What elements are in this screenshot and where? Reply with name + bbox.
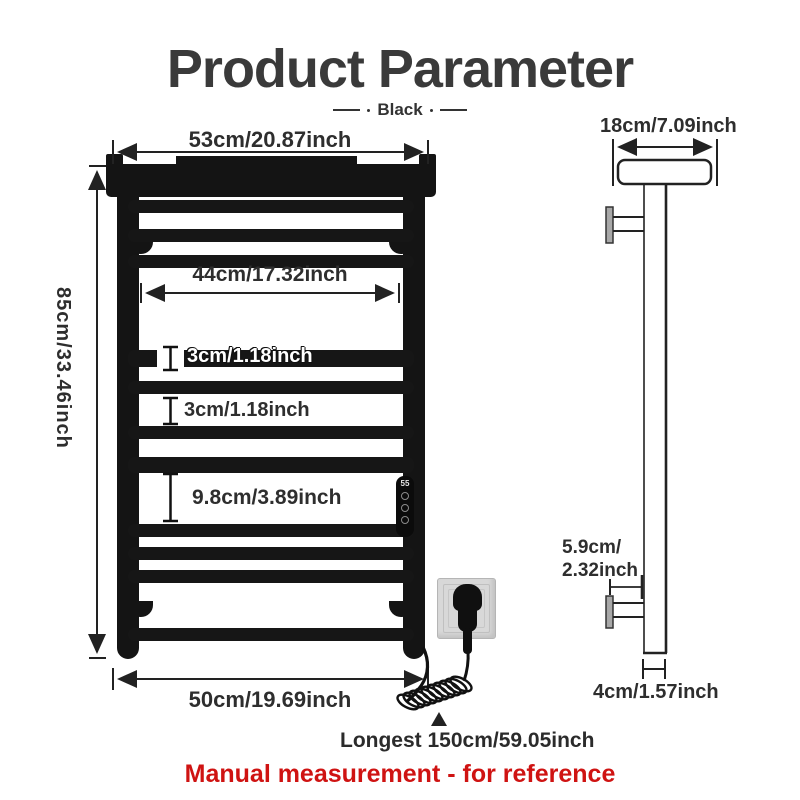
dim-9-8cm-bracket xyxy=(163,472,178,523)
dim-label-bottom-depth: 4cm/1.57inch xyxy=(593,681,719,703)
temperature-control-panel: 55 xyxy=(396,476,414,537)
side-wall-bracket-lower xyxy=(605,595,644,629)
dim-18cm-arrow xyxy=(612,138,718,186)
mount-hook-bottom-right xyxy=(389,601,404,617)
timer-button-icon xyxy=(401,492,409,500)
power-cord xyxy=(396,646,473,711)
towel-bar xyxy=(128,200,414,213)
color-variant-label: Black xyxy=(377,100,423,119)
dim-label-bar-size-2: 3cm/1.18inch xyxy=(184,399,310,421)
towel-bar xyxy=(128,628,414,641)
reference-note: Manual measurement - for reference xyxy=(184,760,616,788)
dim-label-total-height: 85cm/33.46inch xyxy=(52,287,74,449)
dim-label-section-gap: 9.8cm/3.89inch xyxy=(192,486,342,509)
color-variant-row: Black xyxy=(0,100,800,120)
towel-bar xyxy=(128,426,414,439)
side-wall-bracket-upper xyxy=(605,206,644,244)
towel-bar xyxy=(128,570,414,583)
power-plug xyxy=(453,584,482,611)
towel-bar xyxy=(128,229,414,242)
dim-3cm-bracket-2 xyxy=(163,396,178,426)
dim-4cm-lines xyxy=(642,659,666,679)
dim-label-wall-distance-line1: 5.9cm/ xyxy=(562,537,622,558)
side-vertical-bar-outline xyxy=(643,184,668,655)
shelf-body xyxy=(106,172,436,197)
dim-label-wall-distance: 5.9cm/ 2.32inch xyxy=(562,536,638,582)
power-plug-stem xyxy=(463,628,472,654)
decorative-dot-left xyxy=(367,108,371,112)
rail-left xyxy=(117,196,139,659)
towel-bar xyxy=(128,524,414,537)
dim-3cm-bracket-1 xyxy=(163,345,178,372)
dim-85cm-arrow xyxy=(88,165,106,659)
shelf-lip xyxy=(106,164,436,173)
decorative-dot-right xyxy=(429,108,433,112)
mount-hook-top-left xyxy=(138,238,153,254)
heat-button-icon xyxy=(401,504,409,512)
dim-label-top-depth: 18cm/7.09inch xyxy=(600,115,737,137)
towel-bar xyxy=(128,255,414,268)
dim-label-bar-size-1: 3cm/1.18inch xyxy=(187,345,313,367)
side-shelf-outline xyxy=(616,158,713,186)
towel-bar xyxy=(128,457,414,473)
dim-label-bottom-width: 50cm/19.69inch xyxy=(188,687,352,712)
dim-5-9cm-lines xyxy=(609,575,644,599)
dim-label-wall-distance-line2: 2.32inch xyxy=(562,560,639,581)
pointer-triangle-icon xyxy=(431,712,447,726)
dim-label-top-width: 53cm/20.87inch xyxy=(188,127,352,152)
page-title: Product Parameter xyxy=(166,39,634,99)
mount-hook-bottom-left xyxy=(138,601,153,617)
decorative-line-right xyxy=(439,109,467,111)
power-button-icon xyxy=(401,516,409,524)
towel-bar xyxy=(128,350,414,367)
temperature-display: 55 xyxy=(400,479,410,488)
mount-hook-top-right xyxy=(389,238,404,254)
rail-right xyxy=(403,196,425,659)
cord-length-label: Longest 150cm/59.05inch xyxy=(340,729,595,752)
dim-44cm-arrow xyxy=(140,283,400,303)
cord-coil xyxy=(396,675,473,711)
power-plug-neck xyxy=(458,607,477,632)
decorative-line-left xyxy=(333,109,361,111)
dim-53cm-arrow xyxy=(112,140,429,164)
towel-bar xyxy=(128,547,414,560)
dim-label-inner-width: 44cm/17.32inch xyxy=(192,263,348,286)
towel-bar xyxy=(128,381,414,394)
